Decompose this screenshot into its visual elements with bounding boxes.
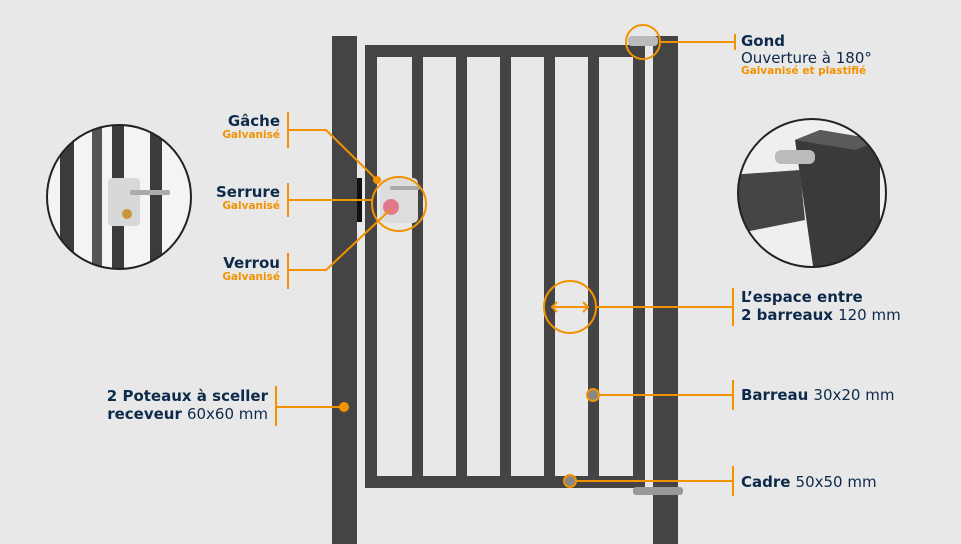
label-barreau: Barreau 30x20 mm (741, 386, 894, 404)
callout-lines (275, 24, 736, 496)
cadre-title: Cadre (741, 473, 791, 491)
gate-bars (412, 57, 599, 476)
gond-finish: Galvanisé et plastifié (741, 65, 867, 77)
poteaux-line1: 2 Poteaux à sceller (106, 387, 268, 405)
cadre-value: 50x50 mm (795, 473, 877, 491)
hinge (628, 36, 658, 46)
callout-dots (339, 176, 381, 412)
barreau-title: Barreau (741, 386, 809, 404)
gond-title: Gond (741, 32, 786, 50)
serrure-finish: Galvanisé (222, 199, 280, 212)
left-post (332, 36, 357, 544)
lock-plate (380, 178, 418, 223)
barreau-value: 30x20 mm (813, 386, 895, 404)
label-serrure: Serrure Galvanisé (216, 184, 280, 212)
label-espace: L’espace entre 2 barreaux 120 mm (741, 289, 901, 323)
label-cadre: Cadre 50x50 mm (741, 473, 877, 491)
poteaux-line2-bold: receveur (107, 404, 182, 423)
verrou-finish: Galvanisé (222, 270, 280, 283)
verrou-title: Verrou (223, 254, 280, 272)
bottom-hinge (633, 487, 683, 495)
espace-line1: L’espace entre (741, 288, 863, 306)
poteaux-value: 60x60 mm (186, 404, 268, 423)
espace-value: 120 mm (838, 305, 901, 324)
right-post (653, 36, 678, 544)
label-gond: Gond Ouverture à 180° Galvanisé et plast… (741, 33, 872, 78)
hinge-detail-zoom (737, 118, 887, 268)
label-poteaux: 2 Poteaux à sceller receveur 60x60 mm (107, 388, 268, 422)
espace-line2-bold: 2 barreaux (741, 305, 833, 324)
gache-finish: Galvanisé (222, 128, 280, 141)
lock-detail-zoom (46, 124, 192, 270)
label-gache: Gâche Galvanisé (222, 113, 280, 141)
serrure-title: Serrure (215, 183, 280, 201)
gond-detail: Ouverture à 180° (741, 48, 872, 67)
gache-title: Gâche (227, 112, 280, 130)
label-verrou: Verrou Galvanisé (222, 255, 280, 283)
